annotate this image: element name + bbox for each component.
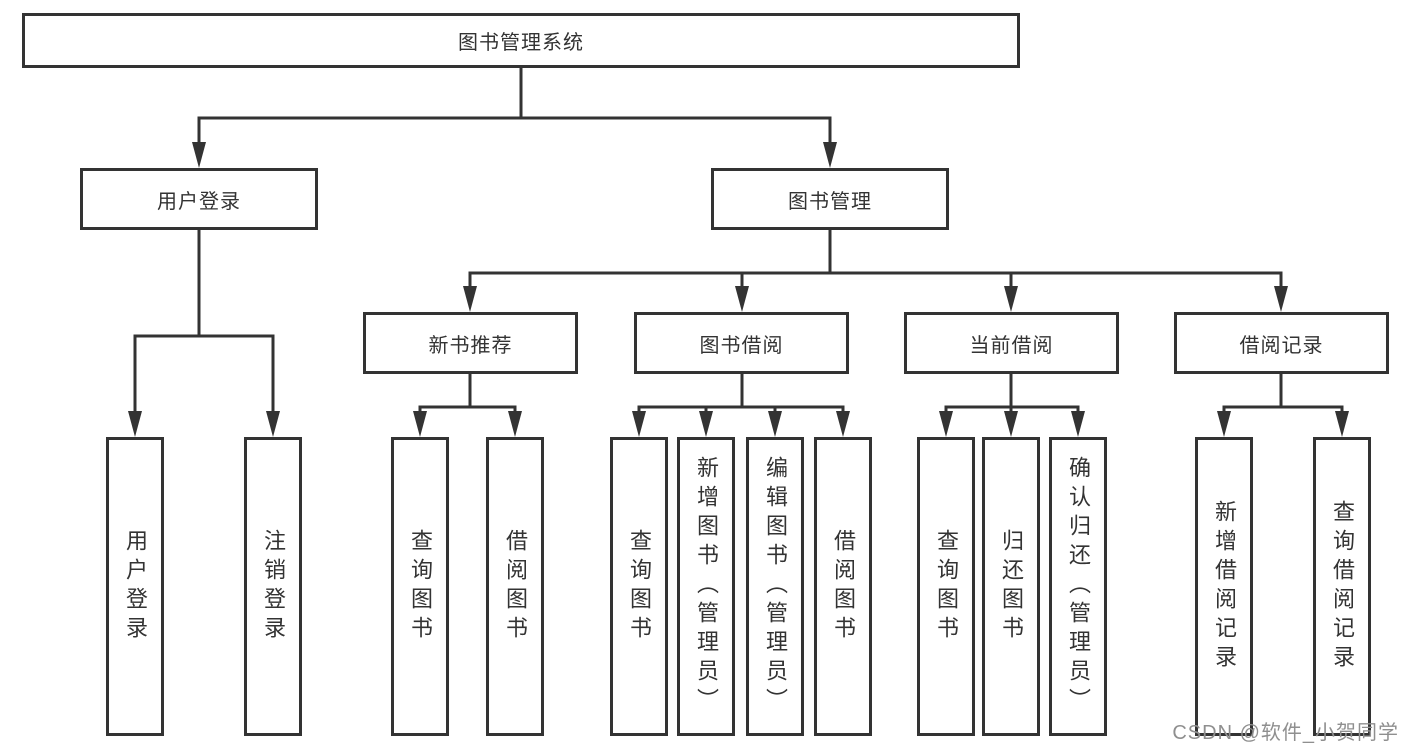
arrowhead-icon: [735, 286, 749, 312]
node-current-borrow-label: 当前借阅: [969, 334, 1054, 357]
leaf-query-books-recommend-label: 查询图书: [408, 528, 433, 645]
node-borrow-records: 借阅记录: [1174, 312, 1389, 374]
arrowhead-icon: [1274, 286, 1288, 312]
leaf-borrow-books: 借阅图书: [814, 437, 872, 736]
arrowhead-icon: [768, 411, 782, 437]
leaf-query-books-current-label: 查询图书: [934, 528, 959, 645]
arrowhead-icon: [1004, 286, 1018, 312]
arrowhead-icon: [1217, 411, 1231, 437]
leaf-edit-book-admin: 编辑图书（管理员）: [746, 437, 804, 736]
arrowhead-icon: [939, 411, 953, 437]
arrowhead-icon: [823, 142, 837, 168]
node-new-book-recommend: 新书推荐: [363, 312, 578, 374]
node-book-borrow-label: 图书借阅: [699, 334, 784, 357]
connector-root-to-level2: [192, 68, 837, 168]
connector-borrow-records-to-leaves: [1217, 374, 1349, 437]
arrowhead-icon: [413, 411, 427, 437]
leaf-query-books-borrow: 查询图书: [610, 437, 668, 736]
arrowhead-icon: [836, 411, 850, 437]
leaf-query-borrow-record: 查询借阅记录: [1313, 437, 1371, 736]
leaf-query-books-current: 查询图书: [917, 437, 975, 736]
leaf-borrow-books-label: 借阅图书: [831, 528, 856, 645]
leaf-add-borrow-record-label: 新增借阅记录: [1212, 499, 1237, 674]
leaf-add-book-admin-label: 新增图书（管理员）: [694, 456, 719, 717]
leaf-logout-label: 注销登录: [261, 528, 286, 645]
leaf-borrow-books-recommend-label: 借阅图书: [503, 528, 528, 645]
arrowhead-icon: [1071, 411, 1085, 437]
connector-user-login-to-leaves: [128, 230, 280, 437]
arrowhead-icon: [266, 411, 280, 437]
leaf-query-books-borrow-label: 查询图书: [627, 528, 652, 645]
arrowhead-icon: [632, 411, 646, 437]
watermark: CSDN @软件_小贺同学: [1172, 722, 1399, 744]
node-root-label: 图书管理系统: [458, 32, 584, 54]
connector-new-book-to-leaves: [413, 374, 522, 437]
leaf-query-books-recommend: 查询图书: [391, 437, 449, 736]
arrowhead-icon: [1335, 411, 1349, 437]
leaf-confirm-return-admin: 确认归还（管理员）: [1049, 437, 1107, 736]
arrowhead-icon: [128, 411, 142, 437]
leaf-edit-book-admin-label: 编辑图书（管理员）: [763, 456, 788, 717]
leaf-user-login-label: 用户登录: [123, 528, 148, 645]
node-current-borrow: 当前借阅: [904, 312, 1119, 374]
leaf-borrow-books-recommend: 借阅图书: [486, 437, 544, 736]
node-book-borrow: 图书借阅: [634, 312, 849, 374]
leaf-confirm-return-admin-label: 确认归还（管理员）: [1066, 456, 1091, 717]
leaf-user-login: 用户登录: [106, 437, 164, 736]
leaf-return-book: 归还图书: [982, 437, 1040, 736]
connector-book-borrow-to-leaves: [632, 374, 850, 437]
node-user-login-label: 用户登录: [157, 190, 241, 213]
node-root: 图书管理系统: [22, 13, 1020, 68]
leaf-add-book-admin: 新增图书（管理员）: [677, 437, 735, 736]
arrowhead-icon: [1004, 411, 1018, 437]
arrowhead-icon: [699, 411, 713, 437]
arrowhead-icon: [192, 142, 206, 168]
connector-current-borrow-to-leaves: [939, 374, 1085, 437]
connector-book-management-to-level3: [463, 230, 1288, 312]
leaf-return-book-label: 归还图书: [999, 528, 1024, 645]
node-book-management: 图书管理: [711, 168, 949, 230]
leaf-add-borrow-record: 新增借阅记录: [1195, 437, 1253, 736]
leaf-query-borrow-record-label: 查询借阅记录: [1330, 499, 1355, 674]
node-book-management-label: 图书管理: [788, 190, 872, 213]
leaf-logout: 注销登录: [244, 437, 302, 736]
node-borrow-records-label: 借阅记录: [1239, 334, 1324, 357]
arrowhead-icon: [508, 411, 522, 437]
node-new-book-recommend-label: 新书推荐: [428, 334, 513, 357]
arrowhead-icon: [463, 286, 477, 312]
node-user-login: 用户登录: [80, 168, 318, 230]
